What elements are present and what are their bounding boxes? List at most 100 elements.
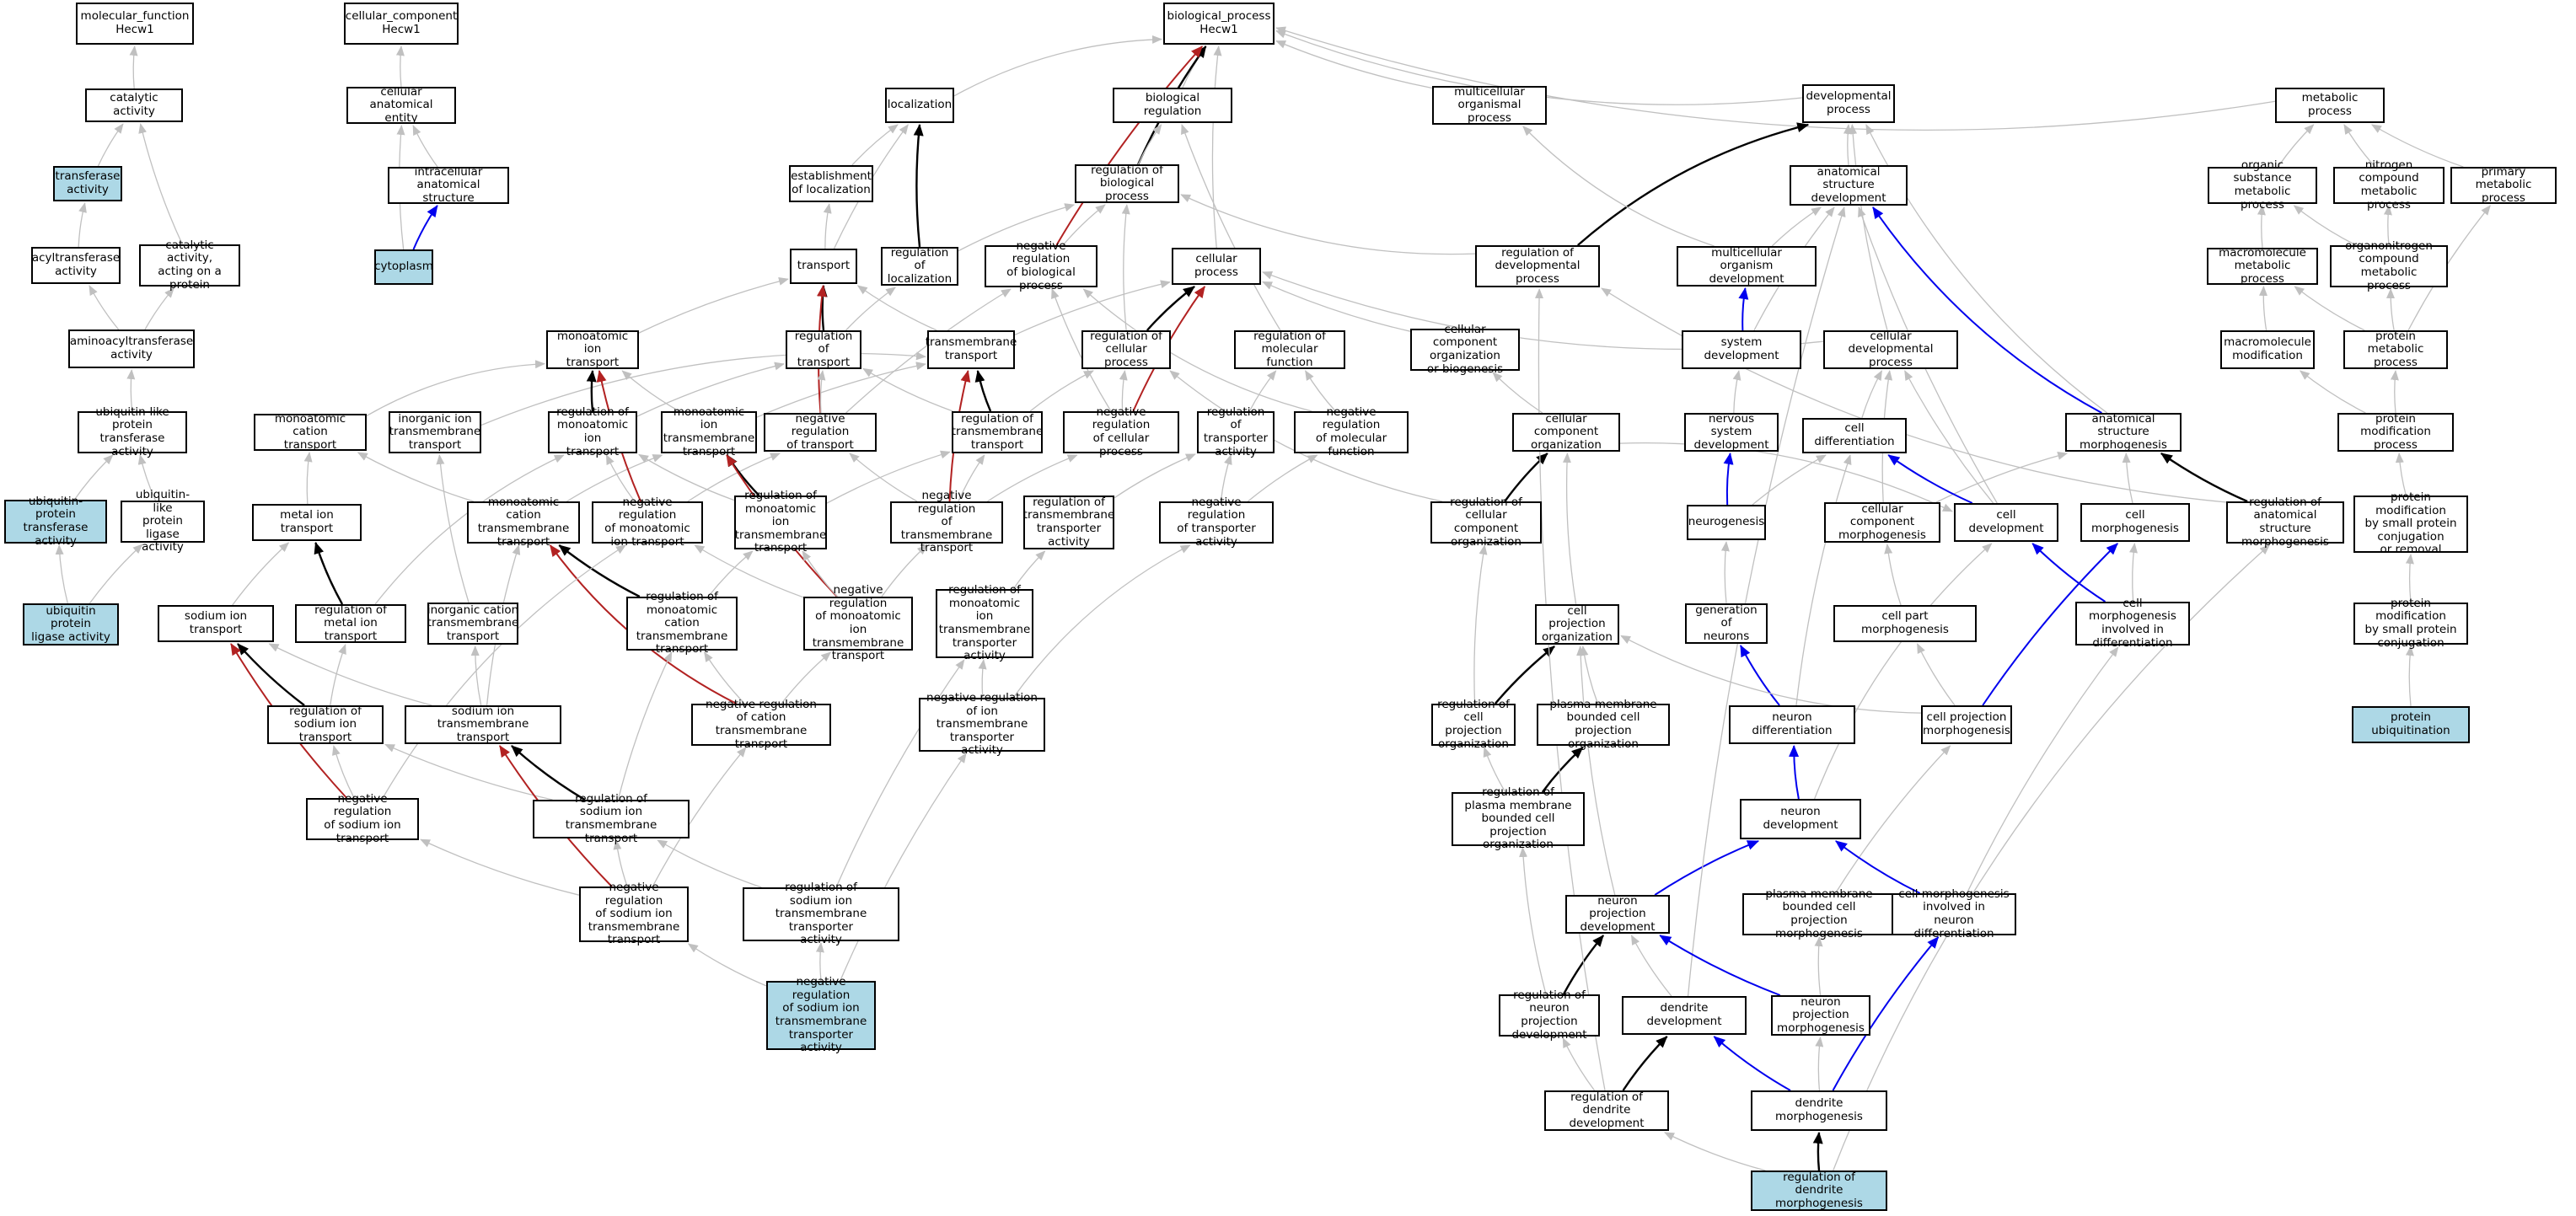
go-term-ublike: ubiquitin-like protein transferase activ…: [78, 405, 187, 458]
go-term-catacyl: catalytic activity, acting on a protein: [139, 238, 240, 291]
edge-regloc-to-regbp: [958, 203, 1076, 252]
go-term-neurdiff: neuron differentiation: [1729, 705, 1855, 744]
edge-neurdiff-to-celldiff: [1795, 454, 1852, 706]
edge-catacyl-to-catalytic: [138, 123, 183, 245]
edge-monocattm-to-monocation: [357, 452, 475, 502]
go-term-regloc: regulation of localization: [881, 246, 958, 286]
edge-ccorg-to-ccob: [1492, 372, 1543, 414]
edge-cellprojmorph-to-cellpartmorph: [1917, 643, 1956, 706]
go-term-nervdev: nervous system development: [1684, 412, 1779, 452]
edge-negregiontmact-to-regmonoiontmact: [978, 659, 987, 699]
edge-negregiontmact-to-negregtransact: [1012, 544, 1191, 699]
go-term-protmodsmall: protein modification by small protein co…: [2353, 490, 2468, 556]
go-term-ubligase_like: ubiquitin-like protein ligase activity: [121, 488, 205, 554]
go-term-cae: cellular anatomical entity: [346, 85, 456, 125]
edge-regmetalion-to-metalion: [314, 542, 344, 605]
edge-regccorg-to-ccorg: [1504, 453, 1548, 502]
edge-regsodiumtm-to-regsodium: [384, 743, 553, 801]
edge-metab-to-bp: [1275, 26, 2276, 131]
edge-regneurproj-to-neurprojdev: [1562, 935, 1605, 995]
edge-neurogen-to-nervdev: [1723, 453, 1734, 506]
go-term-cc: cellular_component Hecw1: [344, 3, 459, 45]
edge-celldev-to-celldiff: [1887, 454, 1973, 504]
go-term-devproc: developmental process: [1802, 84, 1895, 123]
edge-orgsub-to-metab: [2277, 124, 2315, 168]
go-term-negregmolfunc: negative regulation of molecular functio…: [1294, 405, 1409, 458]
edge-neurprojmorph-to-pmbcpm: [1814, 936, 1823, 996]
go-term-catalytic: catalytic activity: [85, 88, 183, 122]
go-term-neurogen: neurogenesis: [1687, 505, 1766, 540]
edge-neurprojdev-to-cellprojorg: [1576, 645, 1616, 896]
go-term-cellmorphneur: cell morphogenesis involved in neuron di…: [1892, 887, 2016, 940]
edge-neurdev-to-celldev: [1814, 543, 1993, 800]
edge-cae-to-cc: [395, 46, 405, 88]
edge-regtmtransport-to-regcellproc: [1029, 370, 1094, 412]
edge-cytoplasm-to-ias: [412, 205, 438, 250]
edge-ias-to-cae: [412, 125, 438, 168]
go-term-macromod: macromolecule modification: [2220, 330, 2315, 369]
go-term-monoiontm: monoatomic ion transmembrane transport: [661, 405, 757, 458]
go-term-celldev: cell development: [1954, 503, 2058, 542]
edge-pmbcporg-to-cellprojorg: [1580, 645, 1599, 704]
edge-ubligase_like-to-ublike: [137, 454, 157, 501]
go-term-metab: metabolic process: [2275, 88, 2385, 123]
edge-organonitro-to-nitro: [2383, 205, 2392, 246]
go-term-cellprojorg: cell projection organization: [1535, 604, 1619, 645]
go-term-regneurproj: regulation of neuron projection developm…: [1499, 988, 1600, 1041]
edge-regdendev-to-regneurproj: [1562, 1037, 1596, 1091]
go-term-neurdev: neuron development: [1740, 799, 1861, 839]
go-term-multidev: multicellular organism development: [1677, 246, 1817, 287]
edge-negregmolfunc-to-negregbp: [1082, 288, 1312, 412]
go-term-negregsodium: negative regulation of sodium ion transp…: [306, 792, 419, 844]
go-term-cellmorphdiff: cell morphogenesis involved in different…: [2075, 597, 2190, 649]
edge-transport-to-estloc: [823, 203, 832, 249]
go-term-pmbcporg: plasma membrane bounded cell projection …: [1537, 698, 1670, 750]
edge-denmorph-to-neurprojmorph: [1815, 1037, 1824, 1091]
edge-genneur-to-neurogen: [1720, 541, 1730, 604]
go-term-regmetalion: regulation of metal ion transport: [295, 603, 406, 643]
go-term-regccorg: regulation of cellular component organiz…: [1430, 496, 1542, 548]
edge-regdenmorph-to-denmorph: [1812, 1132, 1823, 1171]
edge-negregsodiumtmact-to-regsodiumtmact: [815, 942, 824, 982]
go-term-negregmonoion: negative regulation of monoatomic ion tr…: [592, 496, 703, 548]
edge-metalion-to-monocation: [303, 452, 313, 505]
edge-protubiq-to-protmodconj: [2405, 645, 2414, 707]
edge-regneurproj-to-regpmbcporg: [1519, 847, 1547, 995]
edge-ccorg-to-celldev: [1619, 442, 1953, 512]
edge-regcellprojorg-to-cellprojorg: [1494, 645, 1555, 704]
edge-regmonoion-to-monoion: [586, 370, 597, 412]
go-term-ias: intracellular anatomical structure: [388, 165, 509, 205]
edge-regdendev-to-dendev: [1622, 1036, 1668, 1091]
edge-negregsodium-to-negregmonoion: [382, 544, 626, 799]
edge-tmtransport-to-cellproc: [1014, 280, 1171, 335]
go-term-sodiumion: sodium ion transport: [158, 605, 274, 642]
edge-negregmonoiontm-to-negregmonoion: [694, 544, 804, 598]
edge-cellprojmorph-to-cellprojorg: [1620, 635, 1922, 714]
go-term-negregtmtransport: negative regulation of transmembrane tra…: [890, 489, 1003, 554]
edge-negregmonoiontm-to-regmonoiontm: [802, 550, 838, 597]
edge-regdev-to-regbp: [1180, 194, 1476, 255]
go-term-regtransact: regulation of transporter activity: [1197, 405, 1275, 458]
edge-regloc-to-localization: [913, 124, 924, 248]
go-term-cytoplasm: cytoplasm: [374, 249, 433, 285]
edge-monoiontm-to-tmtransport: [756, 362, 926, 418]
edge-anatdev-to-devproc: [1843, 124, 1852, 166]
edge-regpmbcporg-to-pmbcporg: [1541, 747, 1584, 793]
go-term-bp: biological_process Hecw1: [1163, 3, 1275, 45]
edge-regcellproc-to-regbp: [1121, 204, 1130, 331]
edge-neurdev-to-neurdiff: [1789, 745, 1800, 800]
edge-cellproc-to-bp: [1211, 46, 1222, 249]
edge-negregtmtransport-to-negregcellproc: [987, 454, 1078, 502]
go-term-regsodiumtm: regulation of sodium ion transmembrane t…: [533, 792, 690, 844]
edge-multidev-to-anatdev: [1771, 206, 1822, 247]
go-term-ccob: cellular component organization or bioge…: [1410, 323, 1520, 375]
edge-regmolfunc-to-bioreg: [1181, 124, 1281, 331]
go-term-regdendev: regulation of dendrite development: [1544, 1090, 1669, 1131]
edge-monoion-to-transport: [638, 277, 789, 334]
go-term-primary: primary metabolic process: [2450, 165, 2557, 205]
go-term-anatdev: anatomical structure development: [1790, 165, 1908, 206]
edge-regtmtransact-to-regtransact: [1114, 453, 1196, 499]
edge-sysdev-to-multidev: [1738, 287, 1749, 331]
go-term-protmodconj: protein modification by small protein co…: [2353, 597, 2468, 649]
go-term-tmtransport: transmembrane transport: [926, 330, 1017, 369]
